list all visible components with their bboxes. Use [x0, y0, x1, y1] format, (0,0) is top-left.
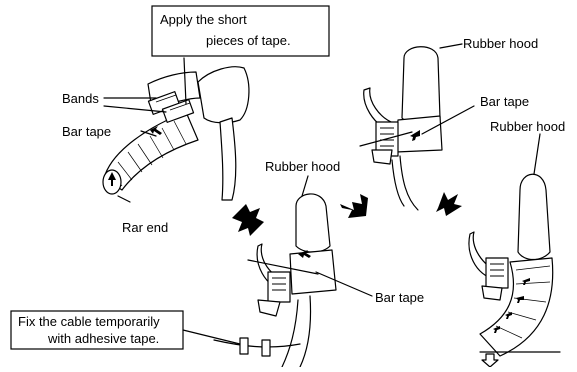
callout-fix-line1: Fix the cable temporarily: [18, 314, 160, 329]
bold-diagonal-arrow-icon: [340, 194, 368, 218]
label-bar-tape-top: Bar tape: [480, 94, 529, 109]
callout-apply-line2: pieces of tape.: [206, 33, 291, 48]
label-bar-tape-bottom: Bar tape: [375, 290, 424, 305]
label-rubber-hood-top: Rubber hood: [463, 36, 538, 51]
panel-wrapped-lever: [469, 174, 560, 367]
panel-center-lever: [214, 194, 336, 367]
callout-apply-line1: Apply the short: [160, 12, 247, 27]
label-bands: Bands: [62, 91, 99, 106]
panel-bar-end: [103, 67, 249, 200]
label-bar-end: Rar end: [122, 220, 168, 235]
panel-top-lever: [360, 47, 442, 210]
label-bar-tape-1: Bar tape: [62, 124, 111, 139]
bold-diagonal-arrow-icon: [436, 192, 462, 216]
label-rubber-hood-center: Rubber hood: [265, 159, 340, 174]
label-rubber-hood-right: Rubber hood: [490, 119, 565, 134]
callout-fix-line2: with adhesive tape.: [47, 331, 159, 346]
bold-diagonal-arrow-icon: [232, 204, 264, 236]
down-arrow-icon: [482, 354, 498, 367]
